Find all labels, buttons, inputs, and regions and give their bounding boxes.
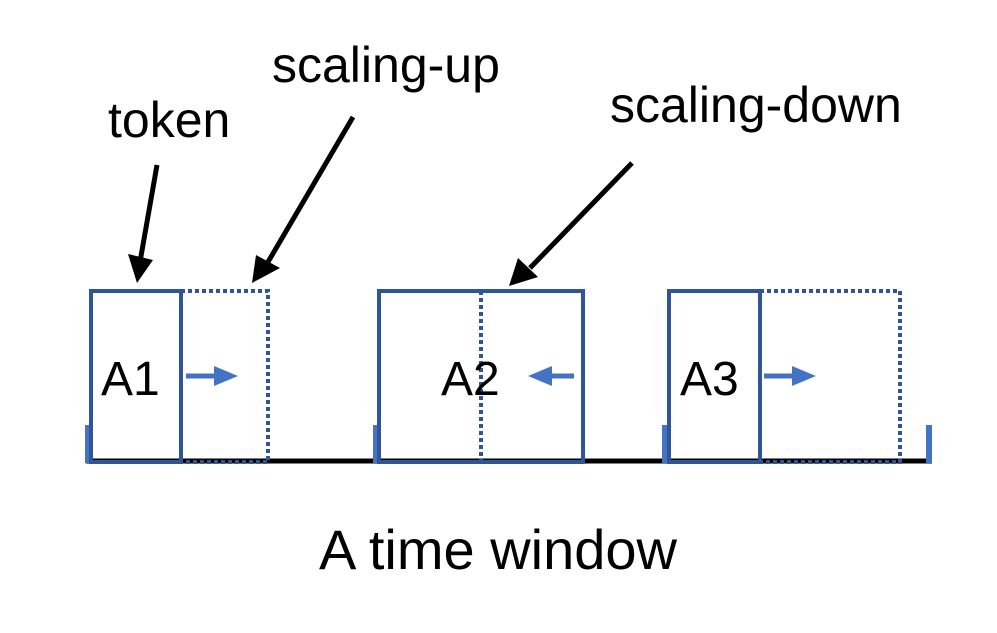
a3-expand-arrow bbox=[764, 366, 816, 386]
scaling-up-label: scaling-up bbox=[272, 37, 500, 93]
scaling-down-label: scaling-down bbox=[610, 77, 902, 133]
token-a3-group: A3 bbox=[667, 289, 902, 464]
token-a3-label: A3 bbox=[680, 353, 739, 406]
token-a1-group: A1 bbox=[89, 289, 270, 464]
token-a1-box bbox=[89, 289, 183, 464]
token-a1-label: A1 bbox=[101, 353, 160, 406]
token-label: token bbox=[108, 92, 230, 148]
token-a2-group: A2 bbox=[377, 289, 585, 464]
window-tick-4 bbox=[926, 425, 932, 463]
token-a2-label: A2 bbox=[441, 353, 500, 406]
window-tick-1 bbox=[85, 425, 91, 463]
a1-expand-arrow bbox=[186, 366, 238, 386]
scaling-down-pointer-arrow bbox=[509, 161, 634, 286]
diagram-caption: A time window bbox=[319, 518, 677, 581]
a2-shrink-arrow bbox=[528, 366, 574, 386]
a1-scaling-up-region bbox=[181, 289, 270, 464]
a3-scaling-up-region bbox=[760, 289, 902, 464]
token-a3-box bbox=[667, 289, 762, 464]
window-tick-2 bbox=[373, 425, 379, 463]
window-tick-3 bbox=[662, 425, 668, 463]
scaling-up-pointer-arrow bbox=[252, 115, 356, 283]
token-pointer-arrow bbox=[128, 164, 160, 283]
